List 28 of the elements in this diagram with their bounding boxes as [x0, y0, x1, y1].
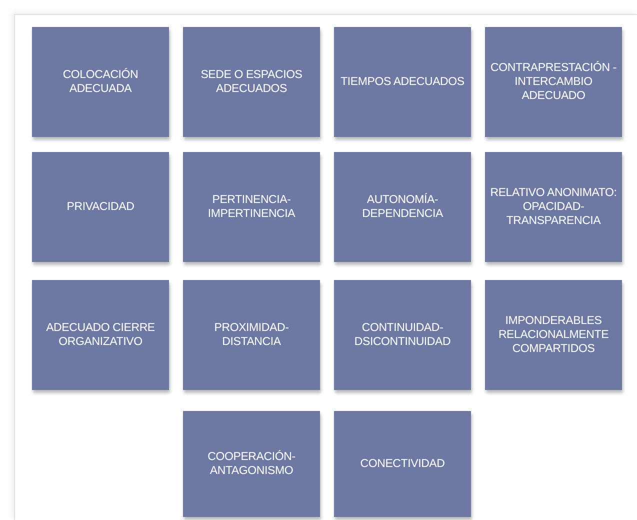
concept-box: [32, 280, 169, 390]
concept-box: [334, 411, 471, 517]
concept-box: [334, 280, 471, 390]
concept-box: [485, 152, 622, 262]
concept-box: [183, 280, 320, 390]
concept-label: PERTINENCIA- IMPERTINENCIA: [206, 193, 296, 221]
concept-label: IMPONDERABLES RELACIONALMENTE COMPARTIDOS: [497, 314, 610, 356]
concept-label: RELATIVO ANONIMATO: OPACIDAD- TRANSPARENCIA: [489, 186, 618, 228]
concept-label: AUTONOMÍA- DEPENDENCIA: [361, 193, 444, 221]
concept-box: [485, 27, 622, 137]
concept-box: [334, 27, 471, 137]
concept-box: [485, 280, 622, 390]
concept-box: [183, 27, 320, 137]
concept-label: TIEMPOS ADECUADOS: [340, 75, 464, 89]
concept-label: SEDE O ESPACIOS ADECUADOS: [200, 68, 304, 96]
concept-box: [32, 152, 169, 262]
concept-label: ADECUADO CIERRE ORGANIZATIVO: [45, 321, 156, 349]
concept-box: [183, 152, 320, 262]
concept-label: CONTRAPRESTACIÓN -INTERCAMBIO ADECUADO: [490, 61, 618, 103]
concept-label: CONTINUIDAD- DSICONTINUIDAD: [353, 321, 452, 349]
concept-label: COOPERACIÓN- ANTAGONISMO: [206, 450, 296, 478]
concept-label: COLOCACIÓN ADECUADA: [62, 68, 140, 96]
concept-box: [183, 411, 320, 517]
concept-box: [32, 27, 169, 137]
concept-label: PRIVACIDAD: [66, 200, 134, 214]
concept-label: CONECTIVIDAD: [360, 457, 445, 471]
concept-label: PROXIMIDAD- DISTANCIA: [213, 321, 290, 349]
concept-box: [334, 152, 471, 262]
